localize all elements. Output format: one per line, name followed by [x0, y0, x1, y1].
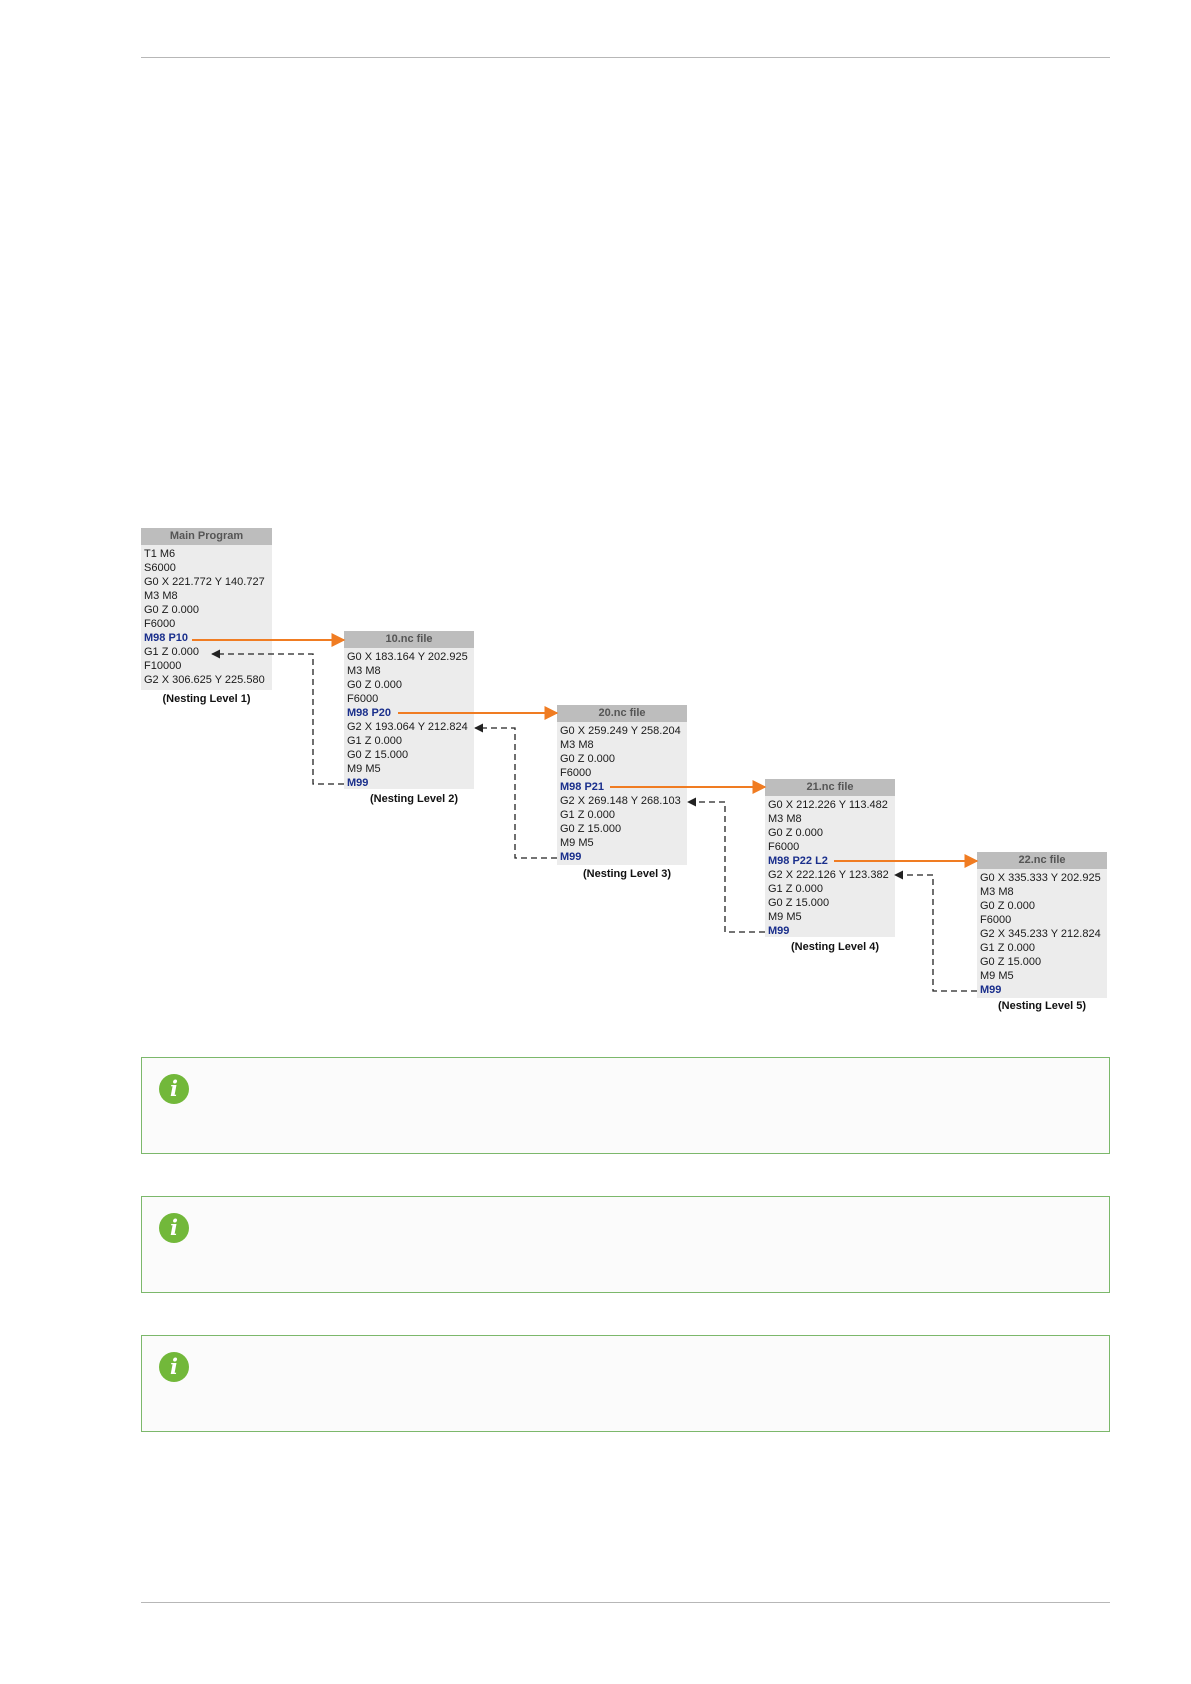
- code-line: G1 Z 0.000: [347, 735, 403, 747]
- code-line: G0 Z 15.000: [347, 749, 409, 761]
- code-line: F6000: [560, 767, 592, 779]
- code-line: M9 M5: [560, 837, 594, 849]
- program-lines: G0 X 335.333 Y 202.925 M3 M8 G0 Z 0.000 …: [977, 869, 1107, 997]
- nesting-level-label: (Nesting Level 5): [997, 1000, 1087, 1012]
- program-box-21: 21.nc file G0 X 212.226 Y 113.482 M3 M8 …: [765, 779, 895, 937]
- code-line: T1 M6: [144, 548, 176, 560]
- return-arrow: [474, 723, 557, 859]
- code-line: M3 M8: [144, 590, 178, 602]
- info-note: i: [141, 1335, 1110, 1432]
- code-line: G0 Z 15.000: [768, 897, 830, 909]
- code-line: F6000: [144, 618, 176, 630]
- code-line: G0 X 183.164 Y 202.925: [347, 651, 468, 663]
- code-line: G0 Z 15.000: [560, 823, 622, 835]
- subprogram-call-line: M98 P21: [560, 781, 605, 793]
- footer-rule: [141, 1602, 1110, 1603]
- code-line: G0 X 212.226 Y 113.482: [768, 799, 888, 811]
- code-line: S6000: [144, 562, 176, 574]
- code-line: M9 M5: [768, 911, 802, 923]
- info-icon: i: [159, 1074, 189, 1104]
- code-line: G0 Z 0.000: [980, 900, 1036, 912]
- code-line: G0 Z 15.000: [980, 956, 1042, 968]
- program-title: 21.nc file: [765, 779, 895, 796]
- program-lines: G0 X 183.164 Y 202.925 M3 M8 G0 Z 0.000 …: [344, 648, 474, 790]
- return-arrow: [211, 649, 344, 785]
- code-line: F6000: [347, 693, 379, 705]
- subprogram-call-line: M98 P22 L2: [768, 855, 828, 867]
- nesting-level-label: (Nesting Level 2): [369, 793, 459, 805]
- nesting-level-label: (Nesting Level 4): [790, 941, 880, 953]
- return-line: M99: [347, 777, 369, 789]
- code-line: G0 Z 0.000: [144, 604, 200, 616]
- return-line: M99: [768, 925, 790, 937]
- code-line: G0 X 259.249 Y 258.204: [560, 725, 681, 737]
- code-line: G0 Z 0.000: [768, 827, 824, 839]
- code-line: F10000: [144, 660, 182, 672]
- program-box-20: 20.nc file G0 X 259.249 Y 258.204 M3 M8 …: [557, 705, 687, 865]
- code-line: G2 X 193.064 Y 212.824: [347, 721, 468, 733]
- info-note: i: [141, 1057, 1110, 1154]
- info-icon: i: [159, 1213, 189, 1243]
- return-line: M99: [560, 851, 582, 863]
- code-line: F6000: [980, 914, 1012, 926]
- nesting-level-label: (Nesting Level 1): [162, 693, 251, 705]
- return-arrow: [894, 870, 977, 992]
- return-arrow: [687, 797, 765, 933]
- code-line: M3 M8: [980, 886, 1014, 898]
- info-icon: i: [159, 1352, 189, 1382]
- subprogram-call-line: M98 P20: [347, 707, 392, 719]
- program-title: Main Program: [141, 528, 272, 545]
- code-line: G2 X 306.625 Y 225.580: [144, 674, 265, 686]
- code-line: G1 Z 0.000: [768, 883, 824, 895]
- nesting-level-label: (Nesting Level 3): [582, 868, 672, 880]
- program-box-10: 10.nc file G0 X 183.164 Y 202.925 M3 M8 …: [344, 631, 474, 789]
- code-line: G1 Z 0.000: [560, 809, 616, 821]
- code-line: G0 X 335.333 Y 202.925: [980, 872, 1101, 884]
- code-line: G2 X 222.126 Y 123.382: [768, 869, 889, 881]
- code-line: M3 M8: [560, 739, 594, 751]
- code-line: M9 M5: [347, 763, 381, 775]
- code-line: G2 X 345.233 Y 212.824: [980, 928, 1101, 940]
- program-lines: G0 X 212.226 Y 113.482 M3 M8 G0 Z 0.000 …: [765, 796, 895, 938]
- header-rule: [141, 57, 1110, 58]
- code-line: G2 X 269.148 Y 268.103: [560, 795, 681, 807]
- program-title: 10.nc file: [344, 631, 474, 648]
- code-line: F6000: [768, 841, 800, 853]
- program-title: 20.nc file: [557, 705, 687, 722]
- program-lines: T1 M6 S6000 G0 X 221.772 Y 140.727 M3 M8…: [141, 545, 272, 687]
- code-line: G0 X 221.772 Y 140.727: [144, 576, 265, 588]
- program-title: 22.nc file: [977, 852, 1107, 869]
- subprogram-call-line: M98 P10: [144, 632, 189, 644]
- code-line: G0 Z 0.000: [560, 753, 616, 765]
- info-note: i: [141, 1196, 1110, 1293]
- program-box-main: Main Program T1 M6 S6000 G0 X 221.772 Y …: [141, 528, 272, 690]
- code-line: G1 Z 0.000: [980, 942, 1036, 954]
- code-line: G1 Z 0.000: [144, 646, 200, 658]
- code-line: G0 Z 0.000: [347, 679, 403, 691]
- code-line: M3 M8: [768, 813, 802, 825]
- return-line: M99: [980, 984, 1002, 996]
- program-lines: G0 X 259.249 Y 258.204 M3 M8 G0 Z 0.000 …: [557, 722, 687, 864]
- program-box-22: 22.nc file G0 X 335.333 Y 202.925 M3 M8 …: [977, 852, 1107, 998]
- code-line: M3 M8: [347, 665, 381, 677]
- code-line: M9 M5: [980, 970, 1014, 982]
